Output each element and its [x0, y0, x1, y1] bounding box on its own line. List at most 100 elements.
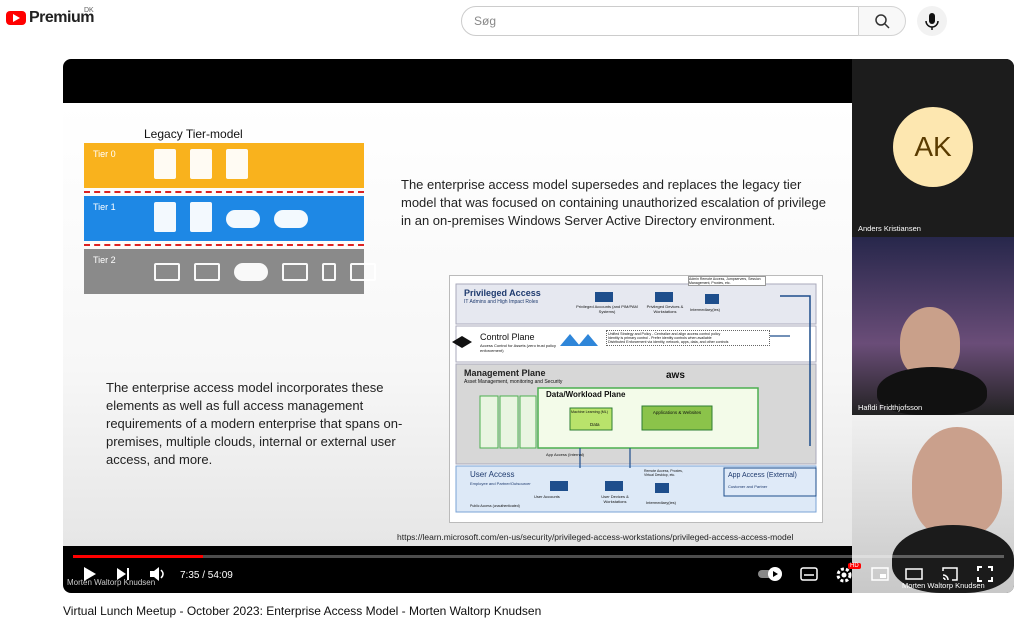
app-access-external-label: App Access (External)	[728, 472, 797, 479]
user-access-label: User Access	[470, 470, 515, 479]
participant-body	[892, 525, 1014, 593]
slide-left-text: The enterprise access model incorporates…	[106, 380, 403, 467]
apps-label: Applications & Websites	[652, 410, 702, 415]
slide-main-text: The enterprise access model supersedes a…	[401, 177, 826, 228]
play-icon	[84, 567, 96, 581]
data-label: Data	[590, 422, 600, 427]
tier-1-label: Tier 1	[93, 202, 116, 212]
theater-icon	[905, 568, 923, 580]
user-sub-label: Employee and Partner/Outsourcer	[470, 481, 531, 486]
participant-tile: Hafldi Fridthjofsson	[852, 237, 1014, 415]
server-icon	[226, 149, 248, 179]
cloud-icon	[234, 263, 268, 281]
priv-accounts-label: Privileged Accounts (and PIM/PAM Systems…	[576, 304, 638, 314]
time-display: 7:35 / 54:09	[180, 570, 233, 581]
volume-icon	[150, 567, 164, 581]
cloud-icon	[274, 210, 308, 228]
gear-icon	[836, 567, 852, 583]
subtitles-button[interactable]	[800, 566, 818, 585]
search-button[interactable]	[858, 6, 906, 36]
phone-icon	[322, 263, 336, 281]
miniplayer-icon	[871, 567, 889, 581]
control-plane-points: Unified Strategy and Policy - Centralize…	[606, 330, 770, 346]
autoplay-toggle[interactable]	[757, 566, 785, 585]
mic-icon	[925, 13, 939, 30]
enterprise-access-diagram: Privileged Access IT Admins and High Imp…	[449, 275, 823, 523]
participant-name: Hafldi Fridthjofsson	[858, 403, 923, 412]
participant-body	[877, 367, 987, 415]
top-bar: Premium DK Søg	[0, 0, 1024, 44]
public-access-label: Public Access (unauthenticated)	[470, 504, 520, 508]
ml-label: Machine Learning (ML)	[571, 410, 608, 414]
participant-tile: AK Anders Kristiansen	[852, 59, 1014, 237]
participant-video	[912, 427, 1002, 537]
miniplayer-button[interactable]	[871, 566, 889, 585]
tier-0-label: Tier 0	[93, 149, 116, 159]
subtitles-icon	[800, 567, 818, 581]
management-plane-label: Management Plane	[464, 368, 546, 378]
volume-button[interactable]	[149, 566, 167, 585]
tier-divider	[84, 244, 364, 246]
fullscreen-icon	[977, 566, 993, 582]
admin-remote-note: Admin Remote Access, Jumpservers, Sessio…	[688, 276, 766, 286]
user-accounts-label: User Accounts	[534, 494, 560, 499]
cloud-icon	[226, 210, 260, 228]
priv-devices-label: Privileged Devices & Workstations	[646, 304, 684, 314]
privileged-access-label: Privileged Access	[464, 288, 541, 298]
theater-mode-button[interactable]	[905, 566, 923, 585]
progress-bar[interactable]	[73, 555, 1004, 558]
server-icon	[190, 202, 212, 232]
participant-tile: Morten Waltorp Knudsen	[852, 415, 1014, 593]
external-sub-label: Customer and Partner	[728, 484, 768, 489]
tier-1-band: Tier 1	[84, 196, 364, 241]
app-access-internal-label: App Access (Internal)	[546, 452, 585, 457]
progress-fill	[73, 555, 204, 558]
avatar: AK	[893, 107, 973, 187]
skip-next-icon	[117, 568, 129, 580]
server-icon	[190, 149, 212, 179]
participant-tiles: AK Anders Kristiansen Hafldi Fridthjofss…	[852, 59, 1014, 593]
source-url[interactable]: https://learn.microsoft.com/en-us/securi…	[397, 532, 794, 542]
autoplay-toggle-icon	[758, 567, 782, 581]
fullscreen-button[interactable]	[977, 566, 993, 585]
cp-point: Identity is primary control - Prefer ide…	[608, 336, 712, 340]
tier-model-title: Legacy Tier-model	[144, 127, 243, 141]
user-devices-label: User Devices & Workstations	[601, 494, 629, 504]
participant-name: Anders Kristiansen	[858, 224, 921, 233]
intermediaries-label: Intermediary(ies)	[690, 307, 721, 312]
data-plane-label: Data/Workload Plane	[546, 390, 626, 399]
next-button[interactable]	[115, 566, 131, 585]
remote-access-note: Remote Access, Proxies, Virtual Desktop,…	[644, 469, 683, 477]
video-player[interactable]: Legacy Tier-model Tier 0 Tier 1 Tier 2 T…	[63, 59, 1014, 593]
youtube-logo[interactable]: Premium DK	[6, 7, 94, 27]
tier-divider	[84, 191, 364, 193]
hd-badge: HD	[848, 563, 861, 569]
settings-button[interactable]	[835, 566, 853, 587]
tier-0-band: Tier 0	[84, 143, 364, 188]
search-icon	[875, 14, 890, 29]
presenter-caption: Morten Waltorp Knudsen	[67, 578, 156, 587]
tier-2-band: Tier 2	[84, 249, 376, 294]
server-icon	[154, 149, 176, 179]
user-intermediaries-label: Intermediary(ies)	[646, 500, 677, 505]
play-button[interactable]	[81, 566, 97, 585]
video-title: Virtual Lunch Meetup - October 2023: Ent…	[63, 604, 542, 618]
tablet-icon	[282, 263, 308, 281]
youtube-play-icon	[6, 11, 26, 25]
monitor-icon	[194, 263, 220, 281]
control-plane-label: Control Plane	[480, 332, 535, 342]
brand-label: Premium	[29, 9, 94, 26]
printer-icon	[350, 263, 376, 281]
laptop-icon	[154, 263, 180, 281]
server-icon	[154, 202, 176, 232]
cast-icon	[942, 567, 958, 581]
voice-search-button[interactable]	[917, 6, 947, 36]
cast-button[interactable]	[941, 566, 959, 585]
search-input[interactable]: Søg	[461, 6, 859, 36]
presentation-slide: Legacy Tier-model Tier 0 Tier 1 Tier 2 T…	[63, 103, 852, 546]
participant-name: Morten Waltorp Knudsen	[902, 581, 985, 590]
tier-2-label: Tier 2	[93, 255, 116, 265]
privileged-sub-label: IT Admins and High Impact Roles	[464, 299, 539, 305]
cp-point: Distributed Enforcement via identity, ne…	[608, 340, 729, 344]
management-sub-label: Asset Management, monitoring and Securit…	[464, 379, 563, 385]
